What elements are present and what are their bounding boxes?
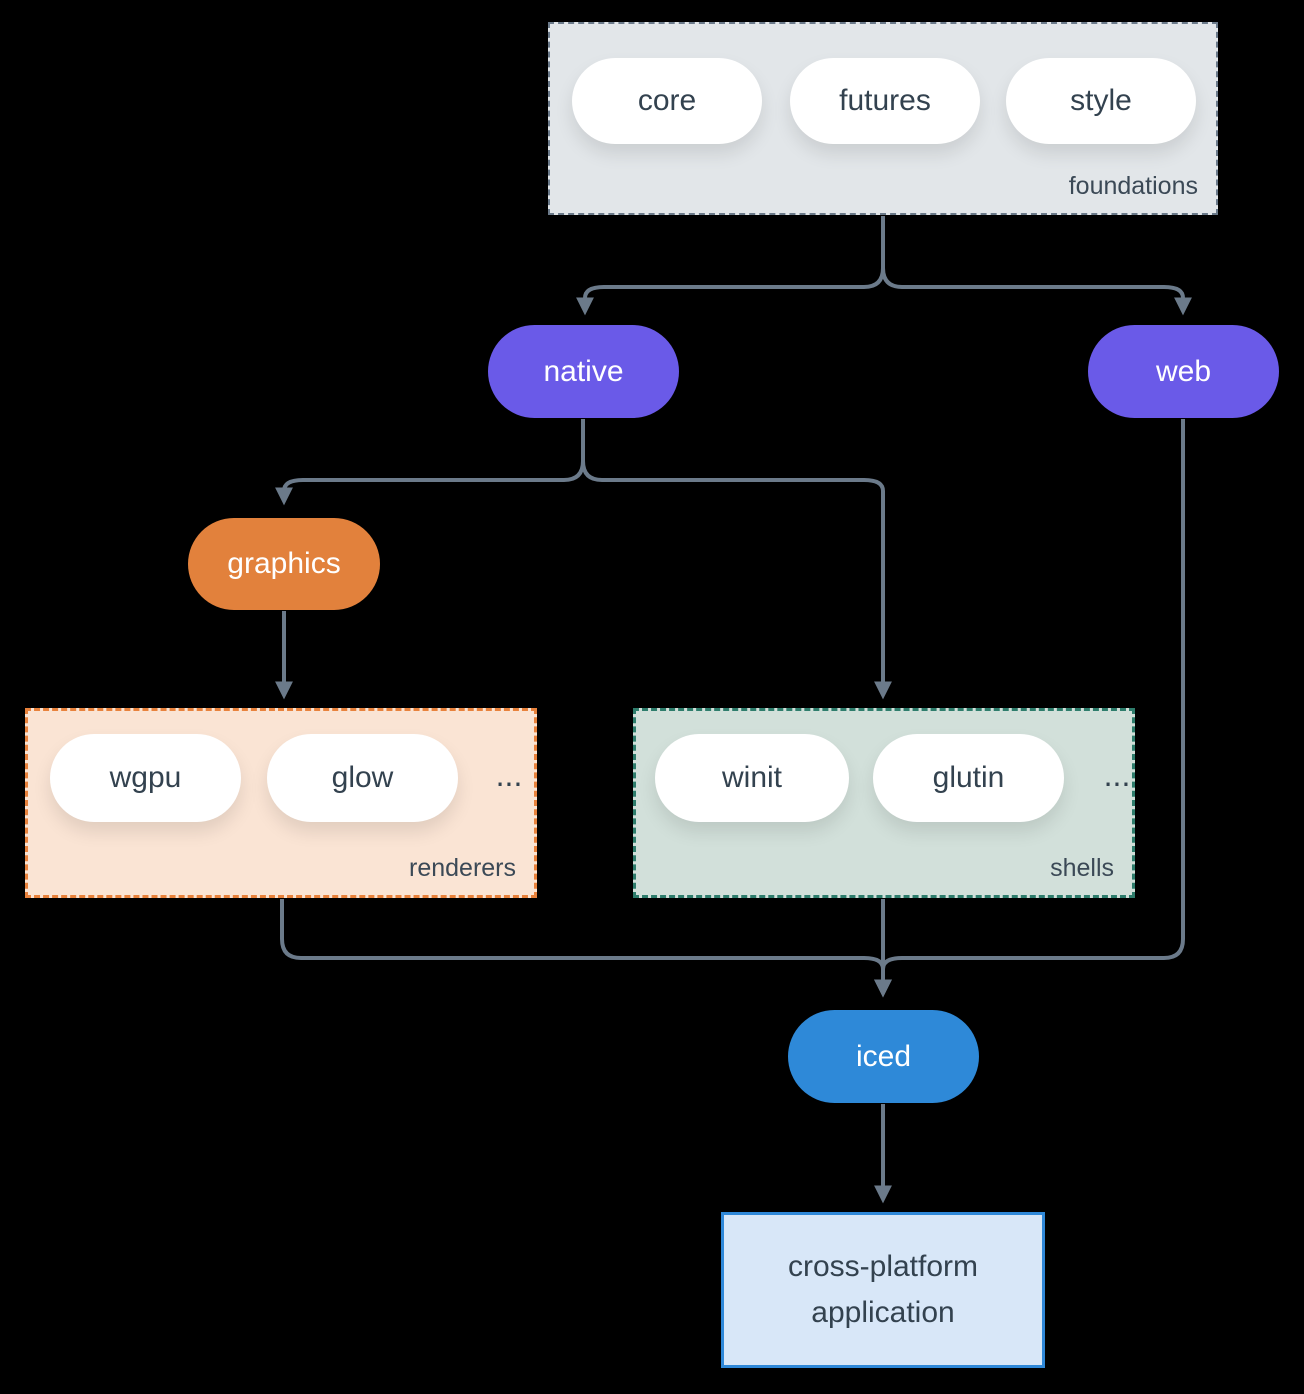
edge-foundations-native xyxy=(576,216,885,316)
edge-web-iced xyxy=(874,419,1185,998)
node-glow: glow xyxy=(267,734,458,822)
shells-ellipsis: ... xyxy=(1103,757,1131,793)
edge-native-graphics xyxy=(275,419,585,506)
node-glow-label: glow xyxy=(331,761,394,794)
renderers-group-label: renderers xyxy=(409,854,516,882)
node-web-label: web xyxy=(1155,354,1212,388)
application-label-line1: cross-platform xyxy=(787,1249,979,1283)
node-iced-label: iced xyxy=(855,1039,912,1073)
node-glutin: glutin xyxy=(873,734,1064,822)
shells-group: winit glutin ... shells xyxy=(633,708,1135,898)
renderers-ellipsis: ... xyxy=(495,757,523,793)
node-futures: futures xyxy=(790,58,980,144)
node-winit: winit xyxy=(655,734,849,822)
node-iced: iced xyxy=(788,1010,979,1103)
edge-renderers-iced xyxy=(280,899,892,998)
node-graphics-label: graphics xyxy=(227,547,341,580)
node-native: native xyxy=(488,325,679,418)
node-style-label: style xyxy=(1070,84,1132,117)
node-style: style xyxy=(1006,58,1196,144)
shells-group-label: shells xyxy=(1050,854,1114,882)
node-web: web xyxy=(1088,325,1279,418)
edge-native-shells xyxy=(581,419,892,700)
node-futures-label: futures xyxy=(839,84,931,117)
node-glutin-label: glutin xyxy=(932,761,1005,794)
node-wgpu-label: wgpu xyxy=(109,761,182,794)
node-core: core xyxy=(572,58,762,144)
node-graphics: graphics xyxy=(188,518,380,610)
node-winit-label: winit xyxy=(721,761,782,794)
node-native-label: native xyxy=(543,354,624,388)
edge-foundations-web xyxy=(881,216,1192,316)
node-cross-platform-application: cross-platform application xyxy=(721,1212,1045,1368)
foundations-group: core futures style foundations xyxy=(548,22,1218,215)
node-wgpu: wgpu xyxy=(50,734,241,822)
application-label-line2: application xyxy=(811,1296,955,1329)
renderers-group: wgpu glow ... renderers xyxy=(25,708,537,898)
foundations-group-label: foundations xyxy=(1068,172,1198,200)
node-core-label: core xyxy=(637,84,697,117)
